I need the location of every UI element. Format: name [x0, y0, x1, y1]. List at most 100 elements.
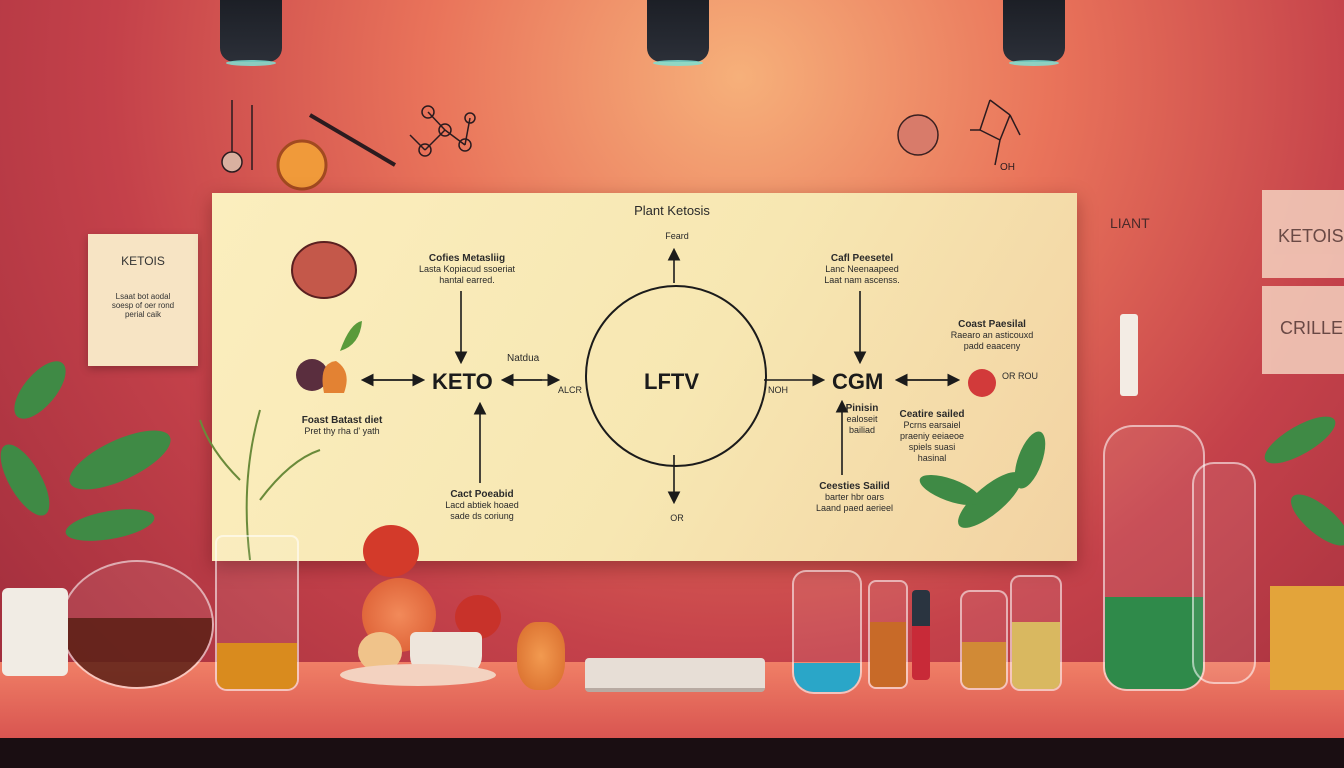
leaf-large-1: [14, 361, 66, 419]
plate-icon: [340, 664, 496, 686]
molecule-icon-right: [970, 99, 1021, 166]
right-text-label: OR ROU: [1002, 371, 1038, 381]
strawberry-icon: [968, 369, 996, 397]
bottom-label: OR: [670, 513, 684, 523]
pipette-icon: [308, 113, 397, 167]
leaf-far-right-2: [1290, 494, 1344, 546]
block-top-right-head: Cafl Peesetel: [830, 253, 894, 264]
right-card-crilles-text: CRILLES: [1280, 318, 1344, 338]
yellow-bottle: [1010, 575, 1062, 691]
cgm-label: CGM: [832, 369, 884, 394]
leaf-large-2: [69, 430, 171, 490]
block-right-low-line-2: praeniy eeiaeoe: [899, 431, 965, 441]
block-left: Foast Batast diet Pret thy rha d' yath: [282, 415, 402, 437]
block-top-right-line-1: Lanc Neenaapeed: [825, 264, 899, 274]
keto-label: KETO: [432, 369, 493, 394]
block-bottom-left-head: Cact Poeabid: [450, 489, 514, 500]
flask-sketch-icon: [897, 114, 939, 156]
orange-slice-icon: [276, 139, 328, 191]
apple-icon: [363, 525, 419, 577]
right-card-crilles: CRILLES: [1262, 286, 1344, 374]
left-note-line-1: Lsaat bot aodal: [115, 292, 171, 301]
block-top-left-head: Cofies Metasliig: [428, 253, 506, 264]
barcode-strip: [1120, 314, 1138, 396]
diagram-board: Plant Ketosis Feard LFTV KETO CGM OR Nat…: [212, 193, 1077, 561]
pot-left: [2, 588, 68, 676]
ceiling-lamp-center: [647, 0, 709, 66]
wall-sketches: [221, 99, 1021, 191]
green-flask-large: [1103, 425, 1205, 691]
leaf-large-3: [0, 444, 50, 516]
ceiling-lamp-right: [1003, 0, 1065, 66]
clear-flask-tall: [1192, 462, 1256, 684]
block-right-far: Coast Paesilal Raearo an asticouxd padd …: [937, 319, 1047, 352]
right-side-label: NOH: [768, 385, 788, 395]
board-title: Plant Ketosis: [634, 203, 710, 218]
block-right-low-line-3: spiels suasi: [908, 442, 956, 452]
left-note-line-2: soesp of oer rond: [111, 301, 175, 310]
block-top-right: Cafl Peesetel Lanc Neenaapeed Laat nam a…: [807, 253, 917, 286]
branch-1: [245, 409, 261, 561]
left-note-line-3: perial caik: [124, 310, 161, 319]
molecule-label: OH: [1000, 162, 1015, 173]
block-right-low-head: Ceatire sailed: [899, 409, 965, 420]
block-bottom-right-head: Ceesties Sailid: [819, 481, 890, 492]
right-card-ketoise: KETOISE: [1262, 190, 1344, 278]
leaf-icon: [340, 321, 362, 351]
tablet-device: [585, 658, 765, 692]
molecule-icon-left: [409, 105, 476, 157]
block-top-left-line-1: Lasta Kopiacud ssoeriat: [418, 264, 516, 274]
block-bottom-left-line-1: Lacd abtiek hoaed: [445, 500, 519, 510]
round-flask-left: [60, 560, 214, 689]
meat-icon: [291, 241, 357, 299]
leaf-large-4: [65, 509, 155, 541]
block-right-low-line-4: hasinal: [917, 453, 947, 463]
block-top-right-line-2: Laat nam ascenss.: [824, 275, 900, 285]
block-top-left-line-2: hantal earred.: [439, 275, 495, 285]
yellow-box: [1270, 586, 1344, 690]
block-bottom-right: Ceesties Sailid barter hbr oars Laand pa…: [802, 481, 907, 514]
branch-3: [199, 419, 241, 481]
amber-bottle-1: [868, 580, 908, 689]
amber-bottle-2: [960, 590, 1008, 690]
block-right-far-line-2: padd eaaceny: [963, 341, 1021, 351]
block-left-line-1: Pret thy rha d' yath: [304, 426, 380, 436]
papaya-icon: [322, 361, 347, 393]
tomato-icon: [455, 595, 501, 639]
test-tube-red: [912, 590, 930, 680]
diagram-lines: [291, 241, 996, 505]
blue-flask: [792, 570, 862, 694]
block-right-low-line-1: Pcrns earsaiel: [903, 420, 961, 430]
top-label: Feard: [665, 231, 689, 241]
left-side-label: ALCR: [558, 385, 583, 395]
leaf-right-3: [919, 474, 981, 506]
lftv-label: LFTV: [644, 369, 699, 394]
berry-icon: [296, 359, 328, 391]
left-small-label: Natdua: [507, 353, 540, 364]
block-bottom-left-line-2: sade ds coriung: [450, 511, 514, 521]
leaf-far-right-1: [1264, 416, 1336, 464]
left-wall-note: KETOIS Lsaat bot aodal soesp of oer rond…: [88, 234, 198, 366]
leaf-right-1: [958, 472, 1022, 528]
ceiling-lamp-left: [220, 0, 282, 66]
block-bottom-right-line-1: barter hbr oars: [824, 492, 885, 502]
block-right-mid: Pinisin ealoseit bailiad: [832, 403, 892, 436]
leaf-right-2: [1014, 431, 1046, 489]
block-right-mid-line-1: ealoseit: [846, 414, 878, 424]
branch-2: [259, 449, 321, 501]
plants: [0, 361, 1344, 561]
lftv-circle: [585, 285, 767, 467]
left-note-title: KETOIS: [121, 254, 165, 268]
spoon-head-icon: [221, 151, 243, 173]
wall-top-right-text: LIANT: [1110, 215, 1150, 231]
block-left-head: Foast Batast diet: [301, 415, 383, 426]
block-right-mid-line-2: bailiad: [848, 425, 876, 435]
block-right-low: Ceatire sailed Pcrns earsaiel praeniy ee…: [892, 409, 972, 464]
conical-flask-left: [215, 535, 299, 691]
block-bottom-left: Cact Poeabid Lacd abtiek hoaed sade ds c…: [427, 489, 537, 522]
orange-jar-icon: [517, 622, 565, 690]
block-bottom-right-line-2: Laand paed aerieel: [815, 503, 894, 513]
floor-shadow: [0, 738, 1344, 768]
right-card-ketoise-text: KETOISE: [1278, 226, 1344, 246]
block-right-mid-head: Pinisin: [845, 403, 879, 414]
